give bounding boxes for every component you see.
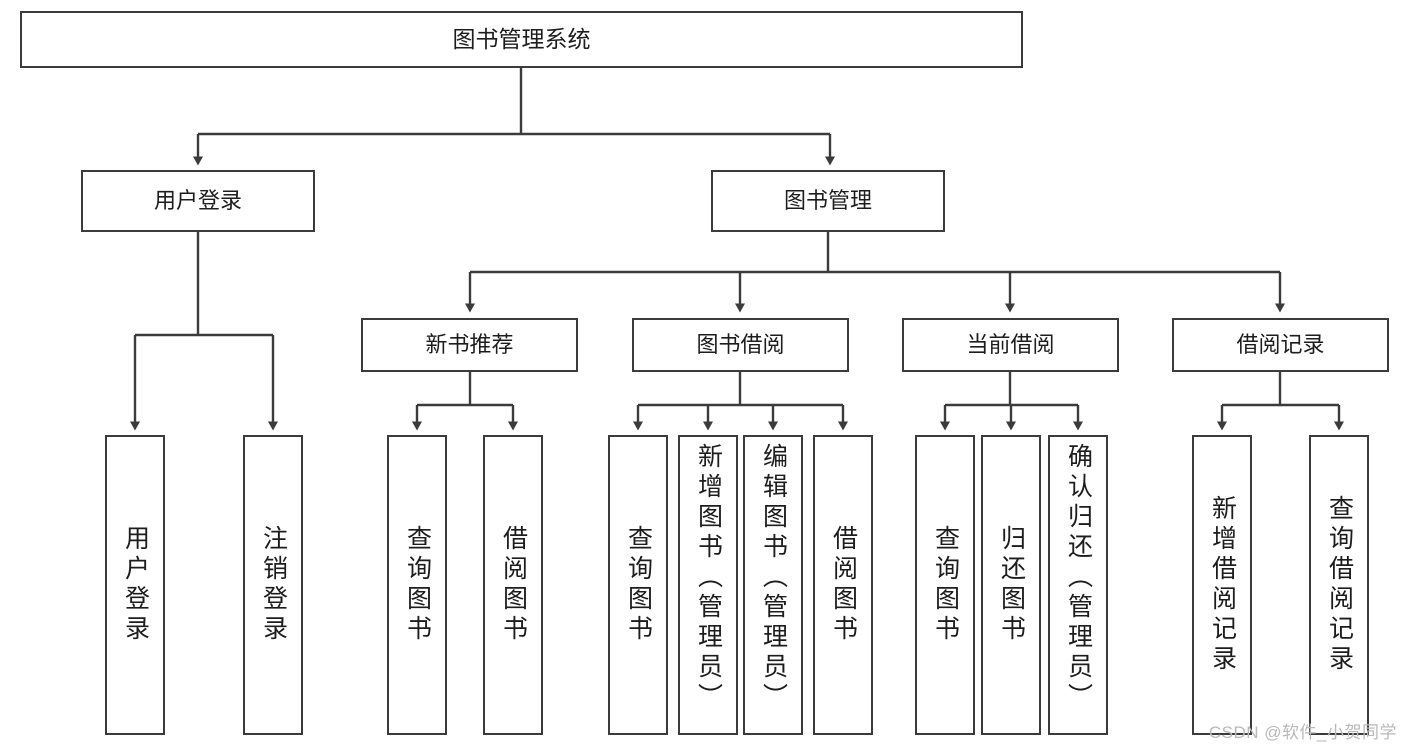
node-label: 新增图书（管理员） (694, 443, 723, 713)
leaf-current-borrow-return-book[interactable]: 归还图书 (981, 435, 1041, 735)
node-label: 图书管理系统 (452, 25, 591, 52)
leaf-current-borrow-confirm-return-admin[interactable]: 确认归还（管理员） (1048, 435, 1108, 735)
leaf-current-borrow-query-book[interactable]: 查询图书 (915, 435, 975, 735)
leaf-new-book-borrow-book[interactable]: 借阅图书 (483, 435, 543, 735)
node-label: 新增借阅记录 (1208, 495, 1237, 675)
node-borrow-record[interactable]: 借阅记录 (1172, 318, 1389, 372)
node-label: 确认归还（管理员） (1064, 443, 1093, 713)
node-user-login[interactable]: 用户登录 (81, 170, 315, 232)
leaf-user-login-login[interactable]: 用户登录 (105, 435, 165, 735)
node-label: 查询图书 (624, 525, 653, 645)
node-label: 借阅图书 (829, 525, 858, 645)
leaf-book-borrow-edit-book-admin[interactable]: 编辑图书（管理员） (743, 435, 803, 735)
node-label: 编辑图书（管理员） (759, 443, 788, 713)
node-label: 新书推荐 (425, 332, 514, 358)
node-label: 注销登录 (259, 525, 288, 645)
node-book-borrow[interactable]: 图书借阅 (632, 318, 849, 372)
leaf-book-borrow-query-book[interactable]: 查询图书 (608, 435, 668, 735)
node-label: 当前借阅 (966, 332, 1055, 358)
node-label: 图书管理 (783, 188, 872, 214)
leaf-user-login-logout[interactable]: 注销登录 (243, 435, 303, 735)
node-root-book-management-system[interactable]: 图书管理系统 (20, 11, 1023, 68)
node-label: 借阅记录 (1236, 332, 1325, 358)
node-label: 用户登录 (121, 525, 150, 645)
node-label: 图书借阅 (696, 332, 785, 358)
node-label: 查询借阅记录 (1325, 495, 1354, 675)
node-current-borrow[interactable]: 当前借阅 (902, 318, 1119, 372)
node-label: 查询图书 (403, 525, 432, 645)
leaf-new-book-query-book[interactable]: 查询图书 (387, 435, 447, 735)
leaf-book-borrow-add-book-admin[interactable]: 新增图书（管理员） (678, 435, 738, 735)
node-label: 借阅图书 (499, 525, 528, 645)
leaf-borrow-record-add-record[interactable]: 新增借阅记录 (1192, 435, 1252, 735)
node-label: 归还图书 (997, 525, 1026, 645)
leaf-borrow-record-query-record[interactable]: 查询借阅记录 (1309, 435, 1369, 735)
node-label: 查询图书 (931, 525, 960, 645)
node-book-management[interactable]: 图书管理 (711, 170, 945, 232)
node-label: 用户登录 (153, 188, 242, 214)
leaf-book-borrow-borrow-book[interactable]: 借阅图书 (813, 435, 873, 735)
node-new-book-recommend[interactable]: 新书推荐 (361, 318, 578, 372)
